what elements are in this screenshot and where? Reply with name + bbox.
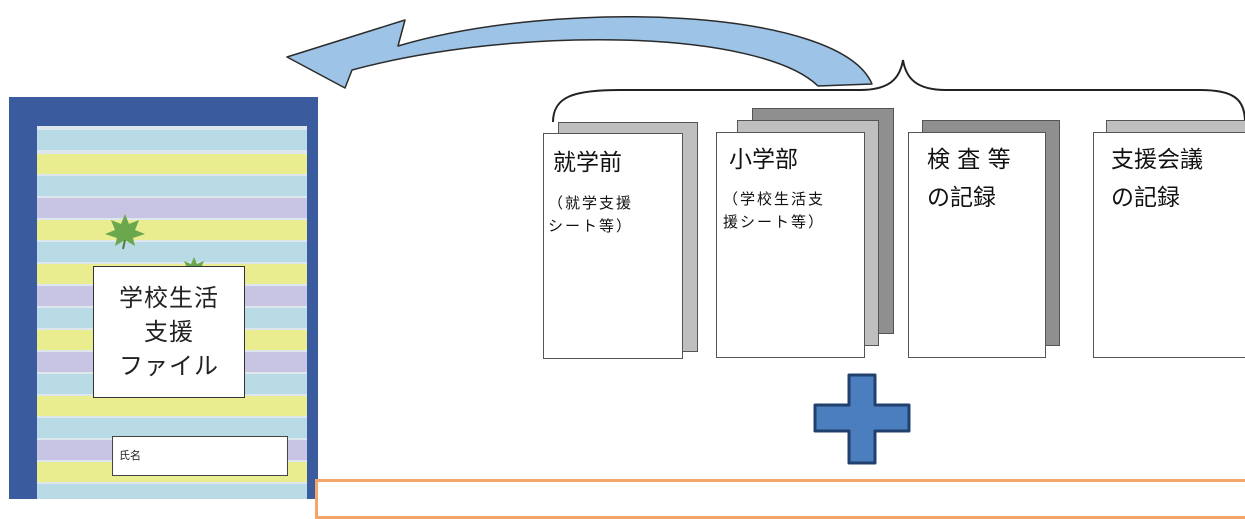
document-assessment-title: 検 査 等 の記録 — [927, 147, 1011, 211]
document-elementary-subtitle: （学校生活支 援シート等） — [723, 190, 826, 231]
name-label: 氏名 — [119, 449, 141, 462]
leaf-icon — [105, 214, 145, 250]
orange-content-box — [315, 479, 1245, 519]
document-assessment-records: 検 査 等 の記録 — [908, 132, 1046, 358]
document-elementary-title: 小学部 — [729, 147, 798, 173]
grouping-brace — [552, 59, 1245, 123]
document-support-meeting-title: 支援会議 の記録 — [1111, 147, 1203, 211]
cover-title-label: 学校生活 支援 ファイル — [93, 266, 245, 398]
curved-arrow-icon — [286, 16, 873, 89]
document-preschool-title: 就学前 — [553, 150, 622, 176]
cover-title-text: 学校生活 支援 ファイル — [119, 284, 219, 380]
diagram-connectors — [286, 16, 1245, 465]
name-field-box: 氏名 — [112, 436, 288, 476]
plus-icon — [813, 373, 911, 465]
document-elementary: 小学部 （学校生活支 援シート等） — [716, 132, 865, 358]
document-preschool-subtitle: （就学支援 シート等） — [548, 194, 634, 235]
document-preschool: 就学前 （就学支援 シート等） — [543, 133, 683, 359]
document-support-meeting-records: 支援会議 の記録 — [1093, 132, 1245, 358]
